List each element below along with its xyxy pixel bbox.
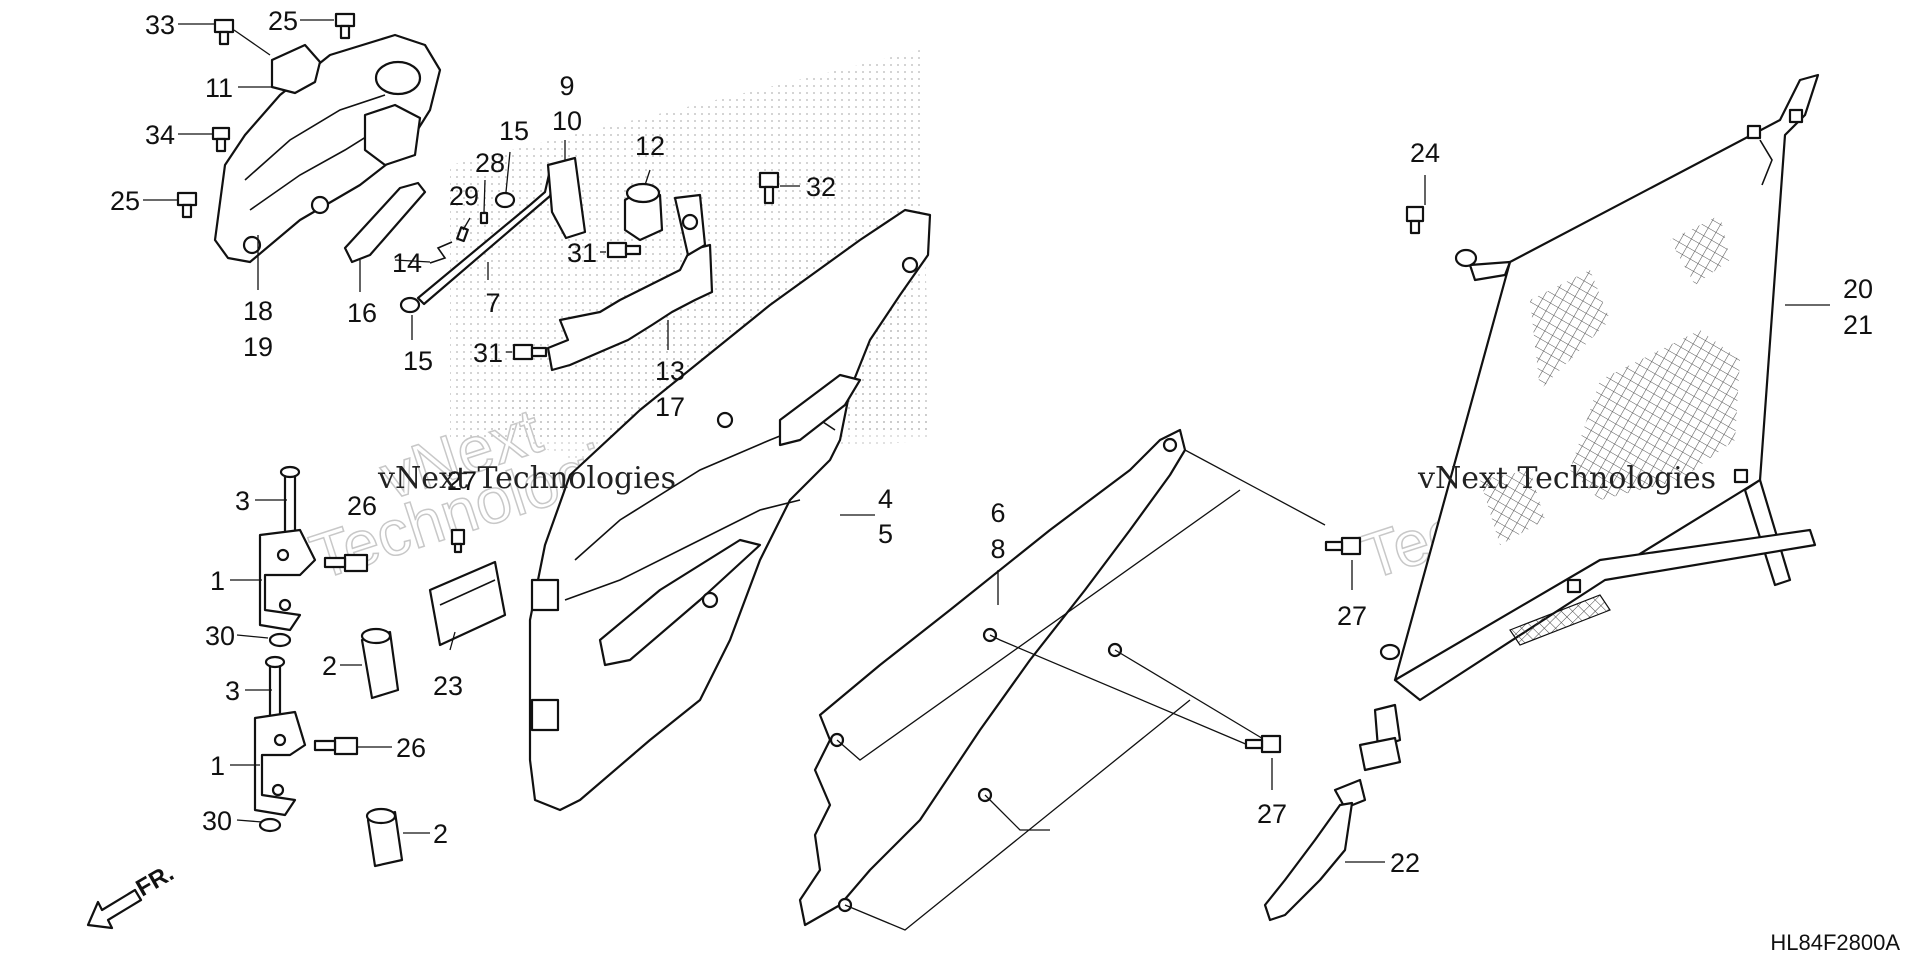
callout-20: 20 — [1843, 274, 1873, 304]
callout-6: 6 — [990, 498, 1005, 528]
bolt-32 — [758, 171, 780, 205]
part-12-latch — [623, 182, 664, 242]
callout-25-top: 25 — [268, 6, 298, 36]
callout-21: 21 — [1843, 310, 1873, 340]
door-handle-housing — [213, 33, 442, 264]
part-22-strap — [1263, 703, 1402, 922]
callout-16: 16 — [347, 298, 377, 328]
callout-4: 4 — [878, 484, 893, 514]
callout-1-upper: 1 — [210, 566, 225, 596]
callout-10: 10 — [552, 106, 582, 136]
bolt-31-lower — [512, 343, 548, 361]
watermark-text-right: vNext Technologies — [1417, 461, 1716, 496]
bolt-27-lower-right — [1244, 734, 1282, 754]
part-15-bottom — [399, 296, 421, 314]
bolt-25-top — [334, 12, 356, 40]
callout-27-left: 27 — [447, 466, 477, 496]
callout-12: 12 — [635, 131, 665, 161]
diagram-code: HL84F2800A — [1770, 930, 1900, 955]
hinge-lower — [253, 655, 404, 868]
part-16-handle — [343, 181, 427, 264]
part-9-10-bracket — [546, 156, 587, 240]
part-23-pocket — [428, 560, 507, 647]
callout-19: 19 — [243, 332, 273, 362]
callout-27-upper-right: 27 — [1337, 601, 1367, 631]
callout-5: 5 — [878, 519, 893, 549]
callout-14: 14 — [392, 248, 422, 278]
callout-26-lower: 26 — [396, 733, 426, 763]
callout-31-upper: 31 — [567, 238, 597, 268]
callout-27-lower-right: 27 — [1257, 799, 1287, 829]
callout-13: 13 — [655, 356, 685, 386]
callout-22: 22 — [1390, 848, 1420, 878]
callout-2-lower: 2 — [433, 819, 448, 849]
callout-32: 32 — [806, 172, 836, 202]
callout-17: 17 — [655, 392, 685, 422]
callout-33: 33 — [145, 10, 175, 40]
watermark-text-left: vNext Technologies — [377, 461, 676, 496]
door-net — [1379, 73, 1820, 702]
bolt-25-left — [176, 191, 198, 219]
callout-29: 29 — [449, 181, 479, 211]
callout-31-lower: 31 — [473, 338, 503, 368]
leader-lines — [143, 19, 1830, 863]
callout-7: 7 — [485, 288, 500, 318]
inner-panel — [798, 428, 1187, 927]
callout-30-lower: 30 — [202, 806, 232, 836]
part-28 — [479, 211, 489, 225]
bolt-27-upper-right — [1324, 536, 1362, 556]
callout-24: 24 — [1410, 138, 1440, 168]
bolt-31-upper — [606, 241, 642, 259]
callout-28: 28 — [475, 148, 505, 178]
part-15-top — [494, 191, 516, 209]
callout-1-lower: 1 — [210, 751, 225, 781]
callout-labels: 33 25 11 34 25 18 19 16 14 29 28 15 15 7… — [110, 6, 1873, 878]
part-13-17-latch-plate — [546, 193, 714, 372]
door-panel — [528, 208, 932, 812]
bolt-27-left — [450, 528, 466, 554]
callout-34: 34 — [145, 120, 175, 150]
callout-8: 8 — [990, 534, 1005, 564]
part-14-spring — [429, 241, 453, 264]
callout-15-bottom: 15 — [403, 346, 433, 376]
mounting-lines — [836, 449, 1326, 931]
callout-30-upper: 30 — [205, 621, 235, 651]
callout-3-lower: 3 — [225, 676, 240, 706]
callout-15-top: 15 — [499, 116, 529, 146]
bolt-34 — [211, 126, 231, 153]
hinge-upper — [258, 465, 400, 700]
callout-11: 11 — [205, 73, 233, 103]
callout-3-upper: 3 — [235, 486, 250, 516]
callout-9: 9 — [559, 71, 574, 101]
callout-2-upper: 2 — [322, 651, 337, 681]
callout-26-upper: 26 — [347, 491, 377, 521]
callout-23: 23 — [433, 671, 463, 701]
bolt-33 — [213, 18, 235, 46]
callout-25-left: 25 — [110, 186, 140, 216]
callout-18: 18 — [243, 296, 273, 326]
bolt-24 — [1405, 205, 1425, 235]
front-direction-arrow: FR. — [86, 859, 178, 930]
